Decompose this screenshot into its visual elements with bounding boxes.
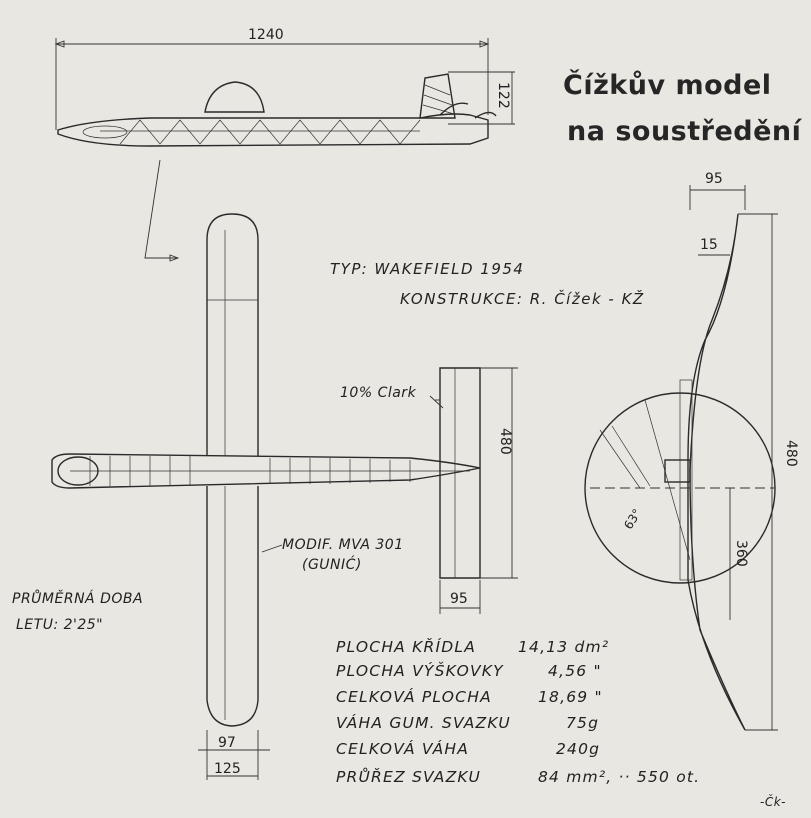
spec-value: 75g — [566, 714, 600, 732]
flight-time-line-2: LETU: 2'25" — [16, 617, 104, 633]
spec-label: CELKOVÁ PLOCHA — [336, 688, 492, 706]
dim-stab-chord: 95 — [450, 591, 468, 607]
spec-value: 4,56 " — [548, 662, 602, 680]
dim-fuselage-length: 1240 — [248, 27, 284, 43]
fuselage-plan-view — [51, 453, 481, 489]
spec-value: 18,69 " — [538, 688, 603, 706]
spec-label: PLOCHA KŘÍDLA — [336, 638, 476, 656]
signature: -Čk- — [760, 795, 786, 809]
dim-fin-height: 122 — [495, 82, 511, 109]
dim-prop-blade-length: 360 — [733, 540, 749, 567]
spec-value: 240g — [556, 740, 601, 758]
flight-time-line-1: PRŮMĚRNÁ DOBA — [12, 591, 144, 607]
type-line: TYP: WAKEFIELD 1954 — [330, 260, 525, 278]
spec-value: 14,13 dm² — [518, 638, 610, 656]
airfoil-stab-label: 10% Clark — [340, 385, 417, 401]
dim-stab-span: 480 — [497, 428, 513, 455]
wing-chord-dimensions — [198, 730, 270, 780]
dim-prop-hub-width: 95 — [705, 171, 723, 187]
length-dimension-line — [54, 38, 490, 130]
spec-label: PLOCHA VÝŠKOVKY — [336, 662, 504, 680]
spec-label: CELKOVÁ VÁHA — [336, 740, 470, 758]
dim-prop-diameter: 480 — [783, 440, 799, 467]
airfoil-wing-label-2: (GUNIĆ) — [302, 557, 362, 573]
spec-value: 84 mm², ·· 550 ot. — [538, 768, 701, 786]
wing-plan-view — [206, 213, 259, 727]
leader-arrow — [144, 159, 178, 259]
title-line-1: Čížkův model — [563, 70, 772, 101]
spec-label: PRŮŘEZ SVAZKU — [336, 768, 482, 786]
dim-prop-blade-root: 15 — [700, 237, 718, 253]
airfoil-wing-label-1: MODIF. MVA 301 — [282, 537, 404, 553]
dim-wing-chord-tip: 97 — [218, 735, 236, 751]
title-line-2: na soustředění — [567, 116, 802, 147]
propeller-view — [584, 185, 778, 731]
fuselage-side-view — [57, 73, 497, 147]
stabilizer-plan-view — [435, 367, 518, 614]
construction-line: KONSTRUKCE: R. Čížek - KŽ — [400, 290, 645, 308]
spec-label: VÁHA GUM. SVAZKU — [336, 714, 511, 732]
dim-wing-chord-root: 125 — [214, 761, 241, 777]
fin-height-dimension — [448, 71, 515, 125]
